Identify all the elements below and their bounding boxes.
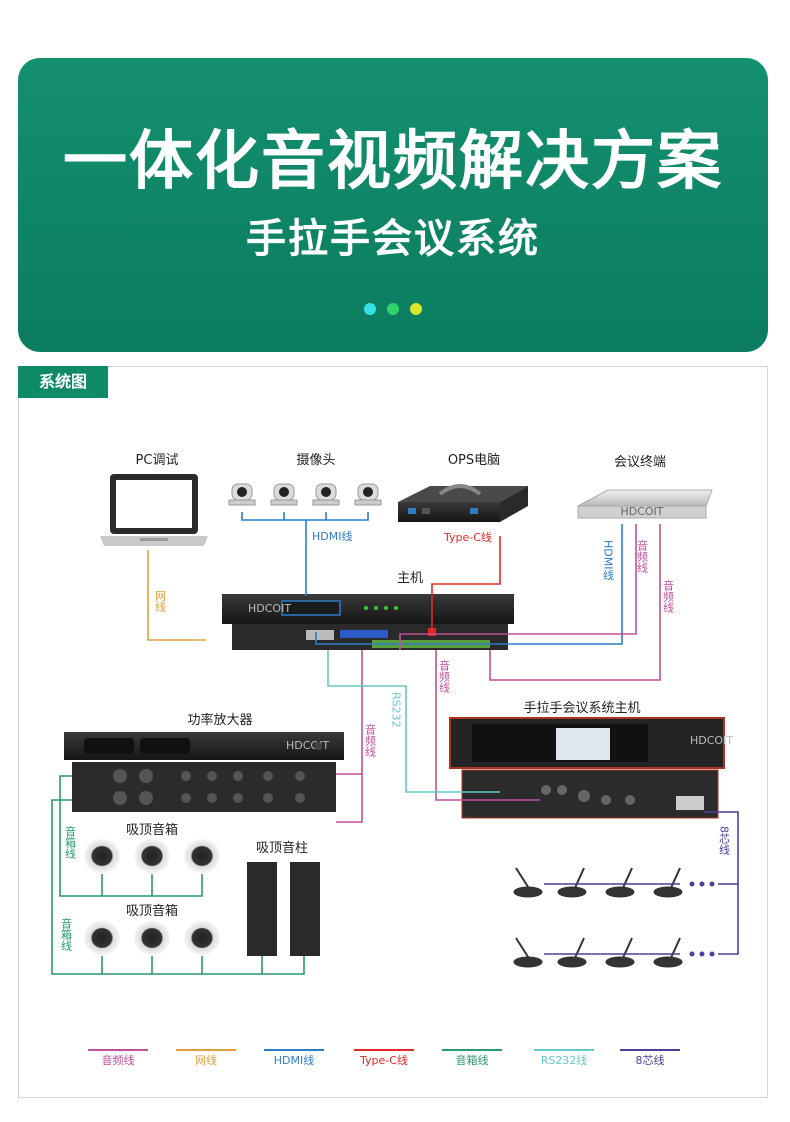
cable-label-audio-amp: 音频线	[364, 723, 377, 757]
audio-host-cable	[435, 650, 540, 801]
label-conference-host: 手拉手会议系统主机	[523, 701, 640, 716]
ceiling-speaker-group-1	[84, 839, 220, 873]
label-terminal: 会议终端	[614, 454, 666, 470]
legend-label-core8: 8芯线	[636, 1053, 665, 1067]
cable-label-speaker-1: 音箱线	[64, 825, 77, 859]
legend-label-hdmi: HDMI线	[274, 1053, 314, 1067]
cable-label-typec: Type-C线	[443, 530, 492, 544]
legend-label-network: 网线	[195, 1053, 217, 1067]
typec-cable	[431, 536, 501, 630]
section-tag: 系统图	[18, 366, 108, 398]
core8-cable	[544, 811, 739, 955]
audio-terminal-cable-1	[399, 524, 637, 650]
dot-green	[387, 303, 399, 315]
terminal-brand: HDCOIT	[620, 505, 663, 518]
cable-label-audio-terminal-1: 音频线	[636, 539, 649, 573]
label-ceiling-speaker-2: 吸顶音箱	[126, 903, 178, 919]
main-host-device: HDCOIT	[222, 594, 514, 650]
cable-label-core8: 8芯线	[718, 826, 731, 855]
cable-label-network: 网线	[154, 590, 167, 612]
label-host: 主机	[397, 571, 423, 586]
legend: 音频线 网线 HDMI线 Type-C线 音箱线 RS232线 8芯线	[88, 1049, 680, 1067]
legend-label-typec: Type-C线	[359, 1053, 408, 1067]
legend-label-speaker: 音箱线	[456, 1053, 489, 1067]
conference-brand: HDCOIT	[690, 734, 733, 747]
label-amplifier: 功率放大器	[187, 712, 252, 728]
label-ops: OPS电脑	[448, 453, 500, 468]
banner-subtitle: 手拉手会议系统	[246, 216, 540, 262]
dot-yellow	[410, 303, 423, 315]
banner-dots	[18, 300, 768, 319]
legend-label-rs232: RS232线	[541, 1053, 588, 1067]
banner-title: 一体化音视频解决方案	[63, 125, 723, 199]
rs232-cable	[327, 650, 500, 793]
label-camera: 摄像头	[296, 453, 335, 468]
label-column-speaker: 吸顶音柱	[256, 840, 308, 856]
audio-amp-cable	[336, 650, 363, 823]
amp-brand: HDCOIT	[286, 739, 329, 752]
hdmi-terminal-cable	[315, 524, 623, 645]
conference-host-device: HDCOIT	[449, 717, 733, 819]
cable-label-hdmi: HDMI线	[312, 529, 352, 543]
cable-label-audio-terminal-2: 音频线	[662, 579, 675, 613]
column-speaker-group	[247, 862, 320, 956]
legend-label-audio: 音频线	[102, 1053, 135, 1067]
ops-pc-icon	[398, 484, 528, 522]
speaker-cable-2	[51, 799, 305, 975]
cable-label-rs232: RS232	[390, 692, 403, 728]
audio-terminal-cable-2	[489, 524, 661, 681]
cable-label-hdmi-vertical: HDMI线	[602, 540, 615, 580]
host-brand: HDCOIT	[248, 602, 291, 615]
more-dots	[689, 881, 715, 957]
ceiling-speaker-group-2	[84, 921, 220, 955]
amplifier-device: HDCOIT	[64, 732, 344, 812]
laptop-icon	[100, 474, 208, 546]
microphone-group	[513, 867, 683, 968]
cable-label-speaker-2: 音箱线	[60, 917, 73, 951]
banner: 一体化音视频解决方案 手拉手会议系统	[18, 58, 768, 352]
network-cable	[147, 550, 206, 641]
hdmi-cable	[241, 512, 369, 596]
speaker-cable-1	[59, 775, 203, 897]
camera-icon-group	[228, 483, 382, 506]
dot-cyan	[363, 303, 376, 315]
cable-label-audio-host: 音频线	[438, 659, 451, 693]
meeting-terminal-icon: HDCOIT	[577, 489, 713, 519]
label-pc: PC调试	[136, 453, 179, 468]
label-ceiling-speaker-1: 吸顶音箱	[126, 822, 178, 838]
